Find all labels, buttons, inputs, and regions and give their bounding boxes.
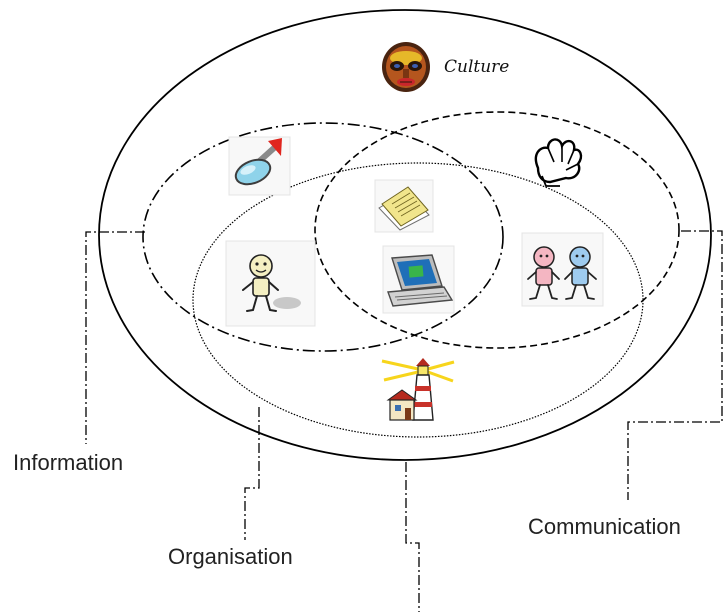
organisation-label: Organisation	[168, 544, 293, 569]
magnifier-icon	[228, 136, 291, 196]
laptop-icon	[382, 245, 455, 314]
person-icon	[225, 240, 316, 327]
culture-leader-line	[405, 462, 420, 612]
communication-leader-line	[627, 230, 723, 500]
lighthouse-icon	[381, 358, 455, 421]
information-ellipse	[142, 122, 504, 352]
communication-ellipse	[314, 111, 680, 349]
information-leader-line	[85, 231, 145, 444]
two-people-icon	[521, 232, 604, 307]
hand-icon	[534, 138, 583, 187]
organisation-leader-line	[244, 407, 260, 540]
organisation-ellipse	[192, 162, 644, 438]
notes-icon	[374, 179, 434, 233]
culture-label: Culture	[444, 57, 510, 77]
communication-label: Communication	[528, 514, 681, 539]
information-label: Information	[13, 450, 124, 475]
culture-mask-icon	[382, 42, 430, 92]
culture-ellipse	[98, 9, 712, 461]
